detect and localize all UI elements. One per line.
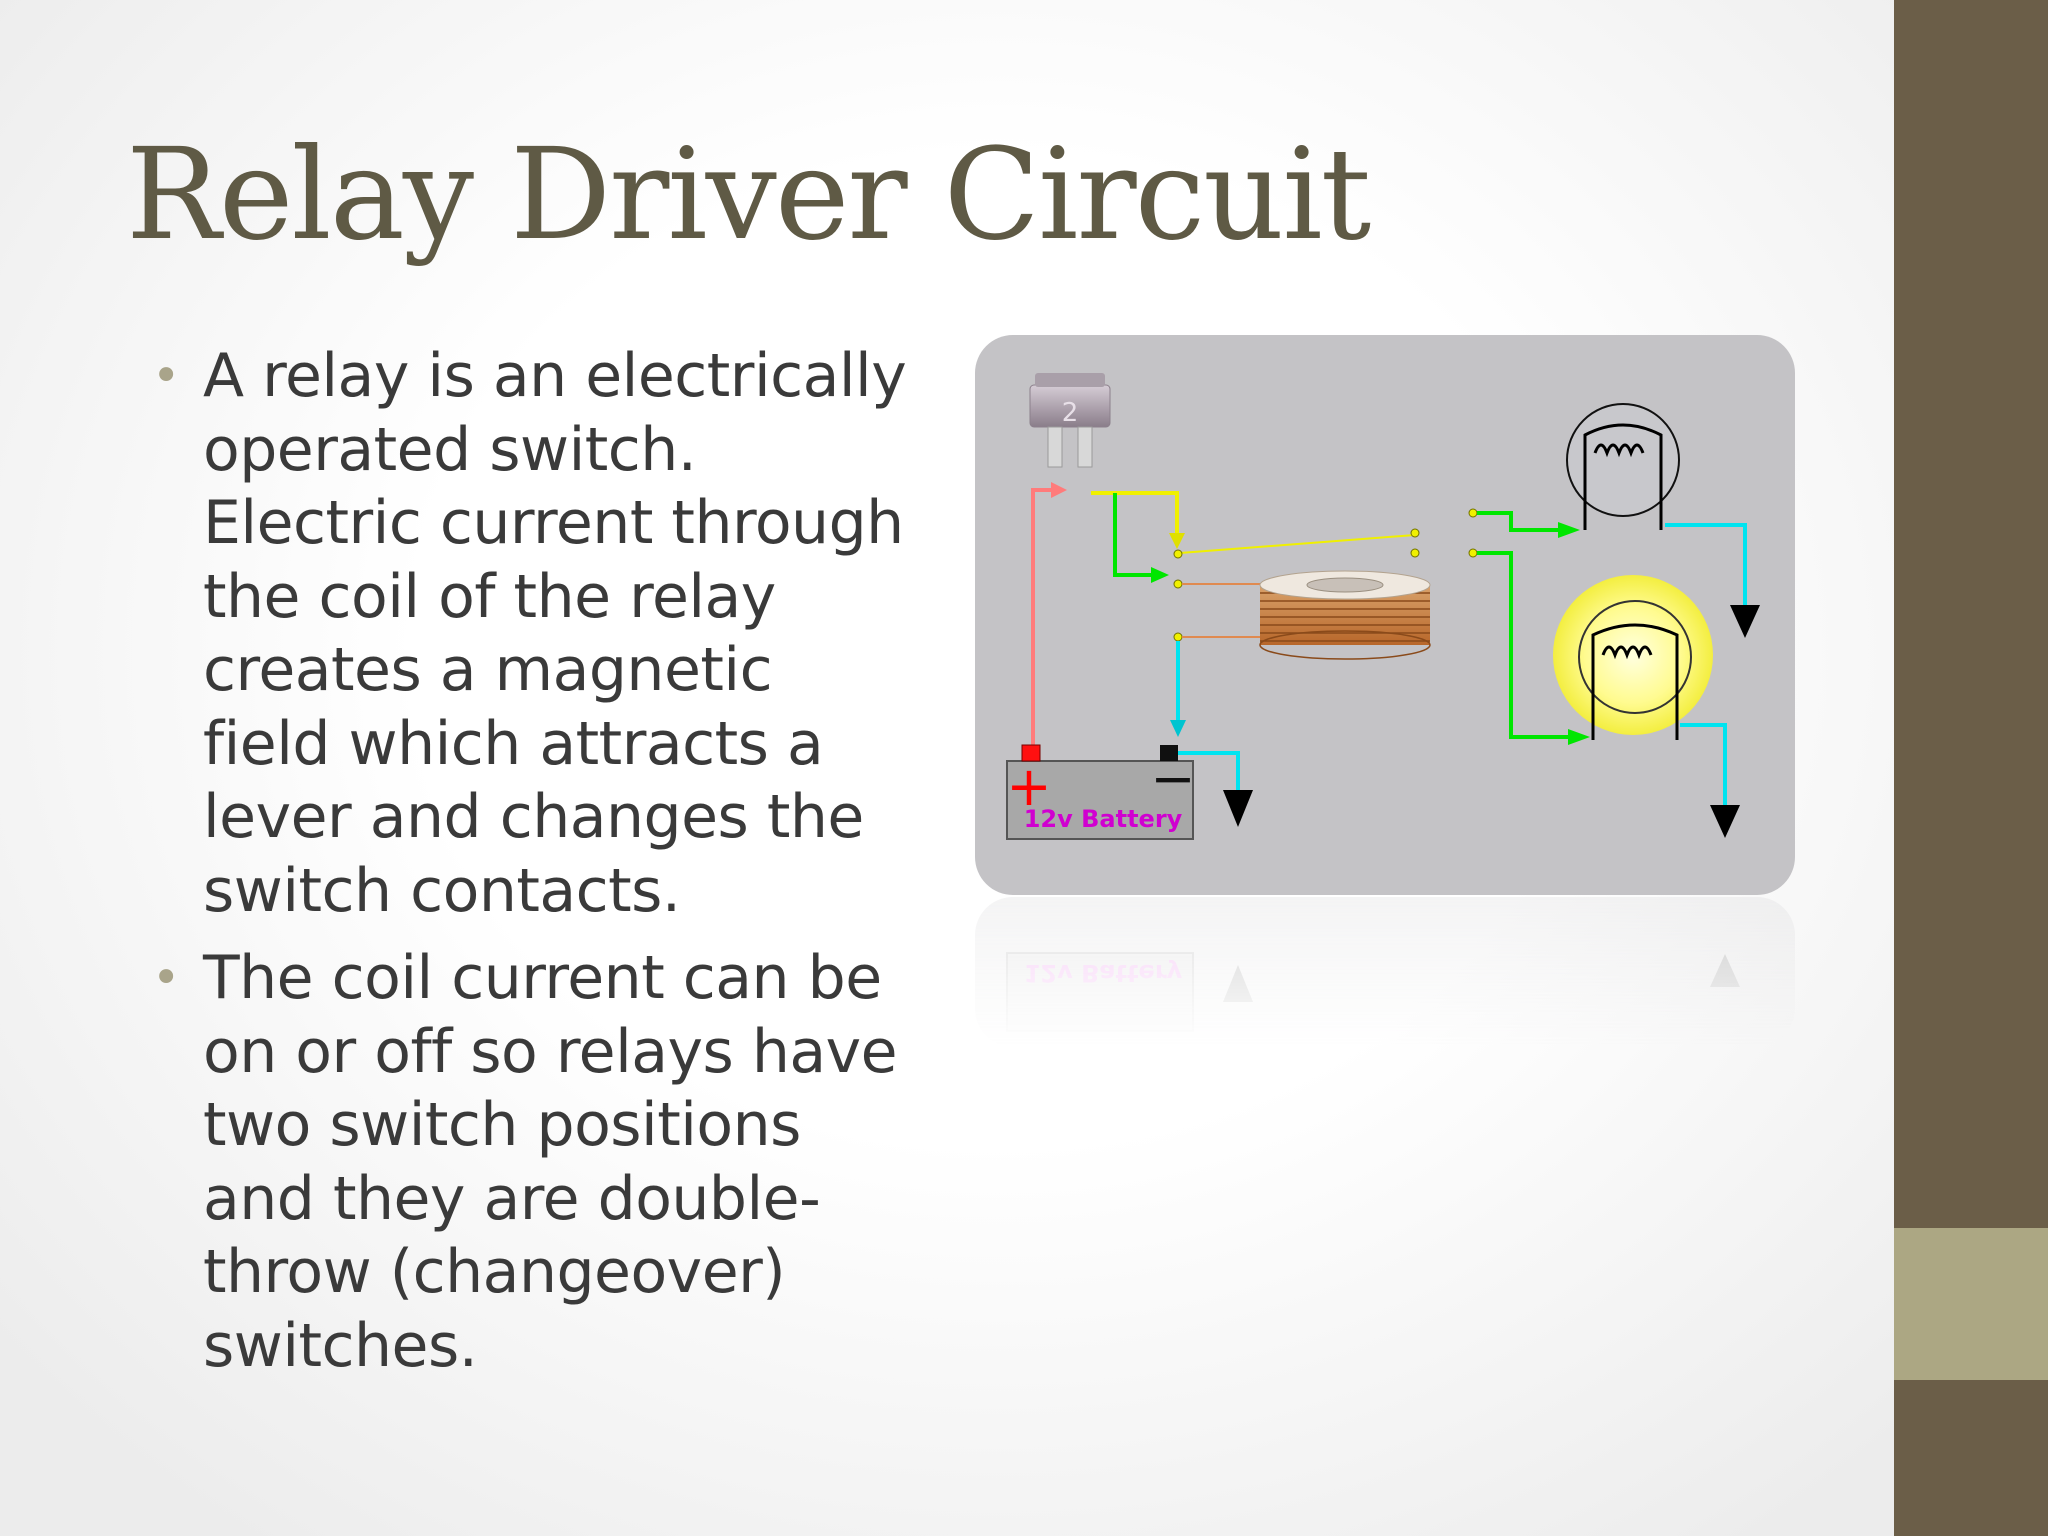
bullet-marker: • [152, 348, 180, 404]
bullet-item: • The coil current can be on or off so r… [148, 942, 908, 1383]
fuse: 2 [1029, 373, 1111, 468]
bullet-text: A relay is an electrically operated swit… [203, 341, 907, 926]
battery-label: 12v Battery [1024, 805, 1183, 833]
ground-symbol [1710, 805, 1740, 838]
relay-circuit-diagram: 2 [975, 335, 1795, 895]
ground-symbol [1223, 790, 1253, 827]
wire-red [1031, 488, 1055, 750]
wire-yellow [1091, 491, 1179, 540]
slide-title: Relay Driver Circuit [126, 121, 1371, 268]
lamp-on [1553, 575, 1713, 740]
fuse-label: 2 [1062, 398, 1079, 428]
sidebar-accent-block [1894, 1228, 2048, 1380]
lamp-off [1566, 403, 1680, 530]
bullet-list: • A relay is an electrically operated sw… [148, 340, 908, 1397]
diagram-reflection: 12v Battery [975, 897, 1795, 1047]
ground-symbol [1730, 605, 1760, 638]
relay-coil [1259, 570, 1431, 660]
bullet-text: The coil current can be on or off so rel… [203, 943, 898, 1381]
svg-text:12v Battery: 12v Battery [1024, 959, 1183, 987]
bullet-marker: • [152, 950, 180, 1006]
plus-symbol: + [1006, 755, 1051, 818]
minus-symbol: − [1150, 747, 1195, 810]
wire-green [1113, 493, 1155, 577]
battery: + − 12v Battery [1006, 744, 1196, 840]
bullet-item: • A relay is an electrically operated sw… [148, 340, 908, 928]
